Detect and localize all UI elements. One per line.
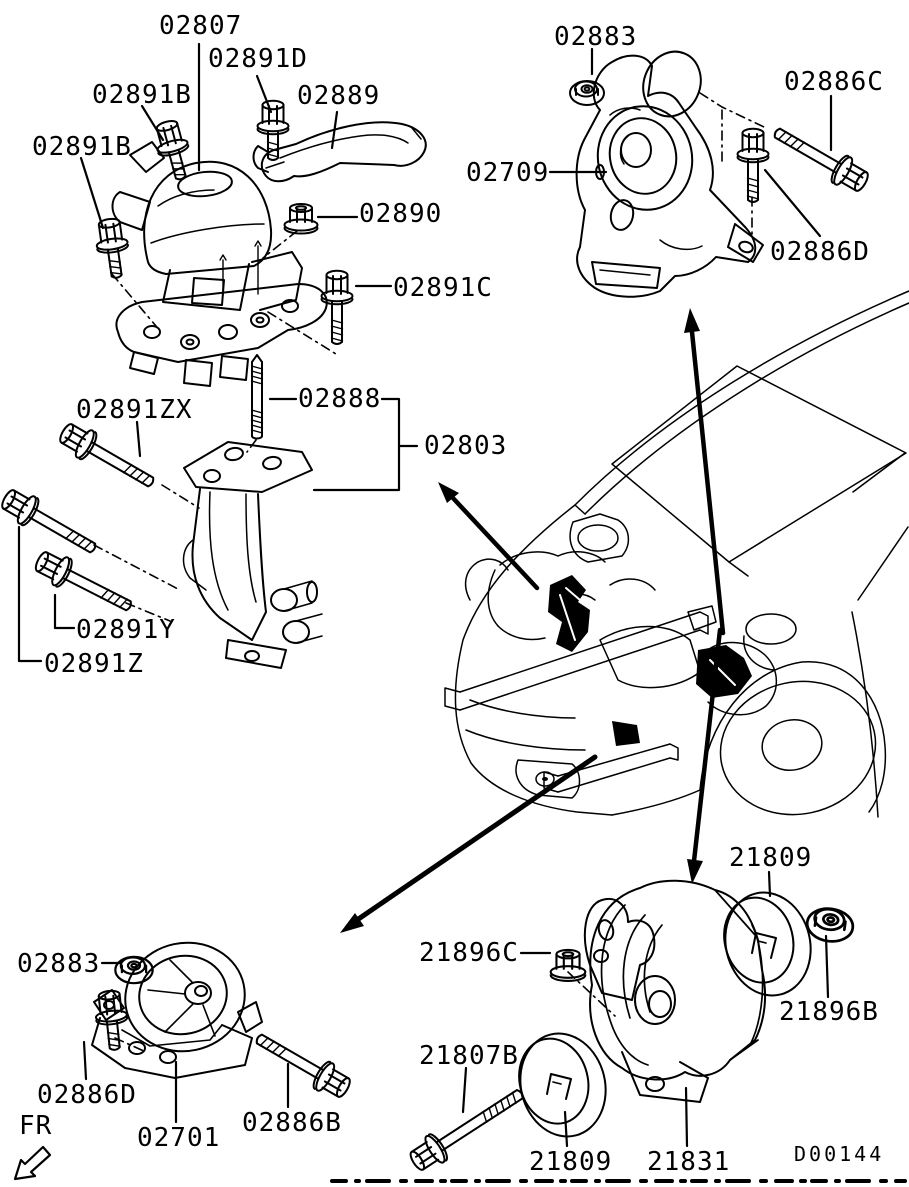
bolt-02886c (766, 117, 874, 199)
disc-21809-bottom (508, 1023, 618, 1147)
leader-lines (17, 42, 833, 1148)
part-label-02701: 02701 (137, 1123, 221, 1153)
part-label-02891b-upper: 02891B (92, 80, 192, 110)
part-label-02890: 02890 (359, 199, 443, 229)
part-label-02891c: 02891C (393, 273, 493, 303)
part-label-21809-bottom: 21809 (529, 1147, 613, 1177)
arrow-to-02709 (684, 308, 726, 636)
bolt-02891b-upper (149, 116, 198, 185)
bracket-02803 (182, 441, 323, 669)
nut-02883-bottom (114, 955, 154, 985)
nut-21896c (549, 948, 587, 982)
part-label-02889: 02889 (297, 81, 381, 111)
part-label-02891b-left: 02891B (32, 132, 132, 162)
arrow-to-02803 (438, 482, 540, 591)
mount-02701 (91, 941, 263, 1079)
car-illustration (444, 290, 909, 818)
part-label-02891y: 02891Y (76, 615, 176, 645)
bolt-02886d-top (736, 127, 770, 203)
part-label-02886b: 02886B (242, 1108, 342, 1138)
part-label-02883-bottom: 02883 (17, 949, 101, 979)
part-label-21896b: 21896B (779, 997, 879, 1027)
part-label-02891zx: 02891ZX (76, 395, 193, 425)
part-label-02803: 02803 (424, 431, 508, 461)
bolt-21807b (404, 1079, 531, 1177)
disc-21809-top (713, 882, 823, 1006)
fr-arrow-icon (13, 1145, 52, 1181)
bolt-02891zx (54, 416, 162, 498)
arrow-to-21831 (687, 627, 723, 884)
part-drawing-02807 (111, 141, 328, 387)
nut-02890 (283, 203, 319, 235)
part-label-02886d-bottom: 02886D (37, 1080, 137, 1110)
bolt-02886b (248, 1023, 356, 1105)
arrow-to-02701 (340, 754, 598, 933)
part-label-02891d: 02891D (208, 44, 308, 74)
part-label-21807b: 21807B (419, 1041, 519, 1071)
assembly-dash-lines (93, 92, 765, 1053)
part-label-02891z: 02891Z (44, 649, 144, 679)
part-label-02888: 02888 (298, 384, 382, 414)
part-label-02807: 02807 (159, 11, 243, 41)
stud-02888 (250, 354, 264, 440)
bolt-02891b-left (92, 215, 134, 281)
part-label-02886d-top: 02886D (770, 237, 870, 267)
part-drawing-02709 (575, 50, 764, 298)
bolt-02891z (0, 482, 104, 564)
part-label-21831: 21831 (647, 1147, 731, 1177)
arm-02889 (252, 121, 427, 183)
part-label-21896c: 21896C (419, 938, 519, 968)
nut-21896b (803, 904, 857, 946)
part-label-02709: 02709 (466, 158, 550, 188)
nut-02883-top (569, 80, 605, 106)
front-direction-label: FR (19, 1111, 53, 1141)
part-label-02883-top: 02883 (554, 22, 638, 52)
drawing-code: D00144 (794, 1142, 885, 1166)
part-label-02886c: 02886C (784, 67, 884, 97)
bolt-02891y (30, 545, 139, 622)
mount-21831 (583, 879, 767, 1103)
part-label-21809-top: 21809 (729, 843, 813, 873)
